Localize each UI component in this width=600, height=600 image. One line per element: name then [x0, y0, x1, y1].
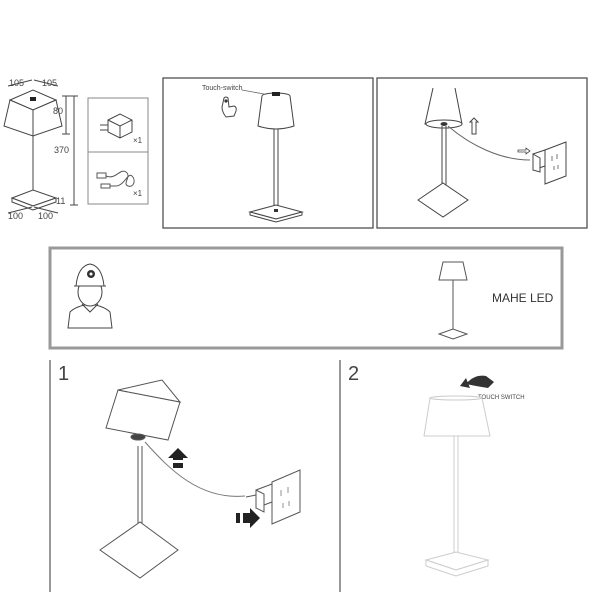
step-1-right-arrow-icon — [236, 508, 260, 528]
step-1-lamp-base — [99, 521, 179, 579]
cable-quantity: ×1 — [133, 189, 143, 198]
touch-switch-label: Touch-switch — [202, 85, 243, 92]
dim-top-width-2: 105 — [42, 78, 57, 88]
charger-quantity: ×1 — [133, 136, 143, 145]
step-1-wall-socket — [245, 469, 301, 525]
panel-b-lamp-base — [417, 182, 469, 218]
panel-a-lamp-shade — [257, 95, 295, 130]
touch-switch-panel: Touch-switch — [162, 77, 374, 229]
panel-b-wall-socket — [532, 141, 567, 185]
product-name: MAHE LED — [492, 291, 554, 305]
product-banner: MAHE LED — [48, 246, 564, 350]
installer-person-icon — [67, 263, 113, 329]
dim-total-height: 370 — [54, 145, 69, 155]
step-1-up-arrow-icon — [168, 448, 188, 468]
step-2-number: 2 — [348, 363, 359, 385]
step-2-lamp-shade — [423, 397, 491, 437]
step-1-illustration — [99, 379, 246, 579]
step-2-hand-icon — [460, 375, 494, 388]
panel-b-plug-arrow-icon — [517, 147, 531, 155]
step-2-touch-label: TOUCH SWITCH — [478, 395, 525, 401]
dim-base-width-2: 100 — [38, 211, 53, 221]
dim-top-width-1: 105 — [9, 78, 24, 88]
step-2-illustration — [423, 395, 491, 577]
step-1-number: 1 — [58, 363, 69, 385]
accessories-box: ×1 ×1 — [87, 97, 149, 205]
finger-press-icon — [221, 96, 237, 118]
dimension-drawing — [3, 79, 78, 214]
dim-shade-height: 80 — [53, 106, 63, 116]
charger-plug-icon — [100, 113, 133, 139]
insert-up-arrow-icon — [468, 117, 480, 135]
dim-base-width-1: 100 — [8, 211, 23, 221]
step-1-charging-cable — [144, 441, 246, 497]
banner-lamp-icon — [437, 261, 469, 340]
charging-panel — [376, 77, 588, 229]
usb-cable-icon — [96, 170, 135, 189]
panel-b-charging-cable — [447, 125, 531, 161]
dim-base-height: 11 — [56, 196, 65, 206]
